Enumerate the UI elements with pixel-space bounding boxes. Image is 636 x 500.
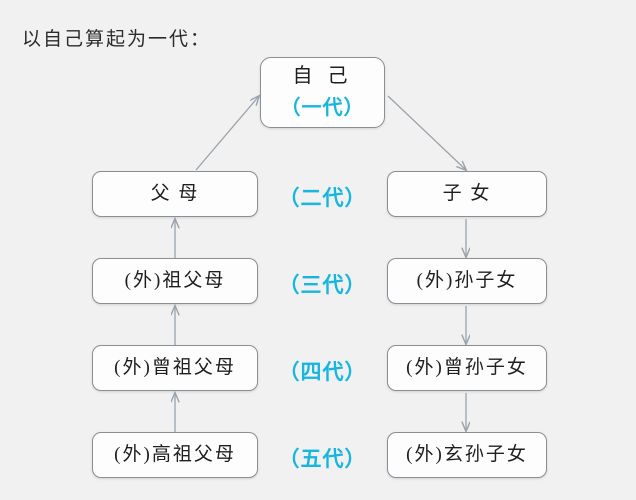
node-ancestor-gen3-label: (外)祖父母 xyxy=(124,269,226,291)
node-descendant-gen4: (外)曾孙子女 xyxy=(387,345,547,391)
node-ancestor-gen5: (外)高祖父母 xyxy=(92,432,258,478)
node-ancestor-gen2-label: 父 母 xyxy=(150,182,200,204)
generation-label-gen3: （三代） xyxy=(278,273,367,297)
node-descendant-gen5-label: (外)玄孙子女 xyxy=(406,443,528,465)
node-descendant-gen5: (外)玄孙子女 xyxy=(387,432,547,478)
generation-label-gen4: （四代） xyxy=(278,360,367,384)
node-descendant-gen3-label: (外)孙子女 xyxy=(416,269,518,291)
generation-label-gen2: （二代） xyxy=(278,186,367,210)
node-ancestor-gen2: 父 母 xyxy=(92,171,258,217)
node-ancestor-gen4: (外)曾祖父母 xyxy=(92,345,258,391)
page-title: 以自己算起为一代： xyxy=(22,29,212,50)
node-ancestor-gen5-label: (外)高祖父母 xyxy=(114,443,236,465)
node-descendant-gen2-label: 子 女 xyxy=(442,182,492,204)
node-ancestor-gen3: (外)祖父母 xyxy=(92,258,258,304)
node-self: 自 己 （一代） xyxy=(260,57,385,128)
node-descendant-gen3: (外)孙子女 xyxy=(387,258,547,304)
node-descendant-gen2: 子 女 xyxy=(387,171,547,217)
arrow-self-to-children xyxy=(387,95,466,170)
node-descendant-gen4-label: (外)曾孙子女 xyxy=(406,356,528,378)
node-self-generation: （一代） xyxy=(280,96,365,119)
generation-label-gen5: （五代） xyxy=(278,447,367,471)
arrow-parents-to-self xyxy=(195,96,259,171)
node-self-label: 自 己 xyxy=(292,65,353,88)
node-ancestor-gen4-label: (外)曾祖父母 xyxy=(114,356,236,378)
